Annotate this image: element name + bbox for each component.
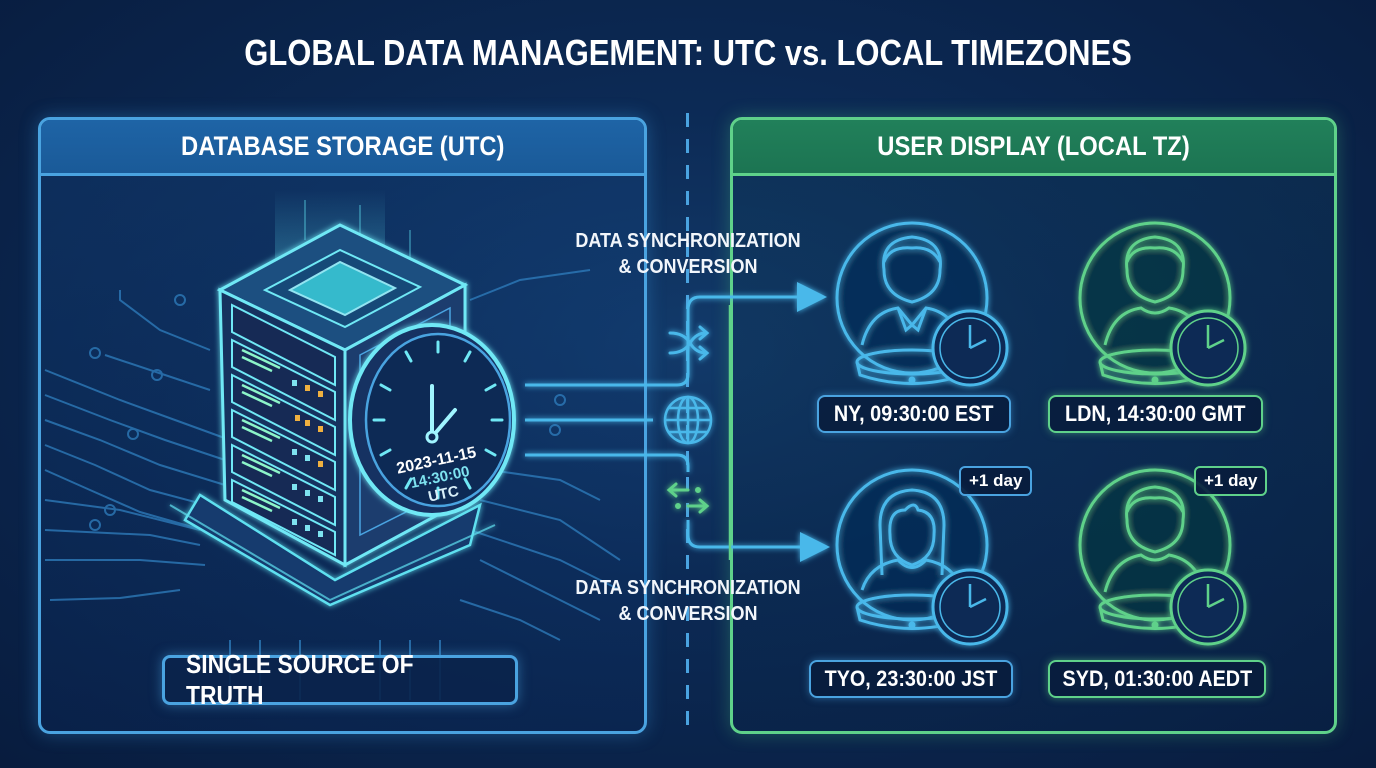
page-title: GLOBAL DATA MANAGEMENT: UTC vs. LOCAL TI… — [244, 32, 1132, 73]
sync-label-top-line2: & CONVERSION — [618, 256, 758, 278]
sync-label-top-line1: DATA SYNCHRONIZATION — [575, 230, 801, 252]
database-storage-header: DATABASE STORAGE (UTC) — [41, 120, 644, 176]
clock-icon-ny — [931, 309, 1009, 387]
globe-icon — [663, 395, 713, 445]
clock-icon-syd — [1169, 568, 1247, 646]
swap-arrows-icon — [666, 482, 710, 514]
circuit-traces — [44, 269, 621, 700]
day-offset-badge-tyo: +1 day — [959, 466, 1033, 496]
location-badge-ldn-text: LDN, 14:30:00 GMT — [1065, 401, 1246, 426]
user-display-header-text: USER DISPLAY (LOCAL TZ) — [877, 131, 1190, 161]
location-badge-tyo: TYO, 23:30:00 JST — [809, 660, 1013, 698]
single-source-of-truth-text: SINGLE SOURCE OF TRUTH — [186, 649, 414, 710]
sync-label-bottom-line2: & CONVERSION — [618, 603, 758, 625]
sync-label-bottom: DATA SYNCHRONIZATION & CONVERSION — [538, 575, 838, 627]
location-badge-ldn: LDN, 14:30:00 GMT — [1048, 395, 1263, 433]
user-display-header: USER DISPLAY (LOCAL TZ) — [733, 120, 1334, 176]
location-badge-syd: SYD, 01:30:00 AEDT — [1048, 660, 1266, 698]
clock-icon-ldn — [1169, 309, 1247, 387]
location-badge-tyo-text: TYO, 23:30:00 JST — [824, 666, 998, 691]
database-storage-header-text: DATABASE STORAGE (UTC) — [180, 131, 505, 161]
server-platform — [169, 493, 496, 607]
sync-label-top: DATA SYNCHRONIZATION & CONVERSION — [538, 228, 838, 280]
utc-clock-icon — [348, 323, 516, 517]
sync-label-bottom-line1: DATA SYNCHRONIZATION — [575, 577, 801, 599]
location-badge-ny: NY, 09:30:00 EST — [817, 395, 1011, 433]
location-badge-ny-text: NY, 09:30:00 EST — [834, 401, 994, 426]
clock-icon-tyo — [931, 568, 1009, 646]
day-offset-badge-syd: +1 day — [1194, 466, 1268, 496]
single-source-of-truth-badge: SINGLE SOURCE OF TRUTH — [162, 649, 518, 710]
shuffle-icon — [668, 325, 710, 361]
location-badge-syd-text: SYD, 01:30:00 AEDT — [1062, 666, 1252, 691]
